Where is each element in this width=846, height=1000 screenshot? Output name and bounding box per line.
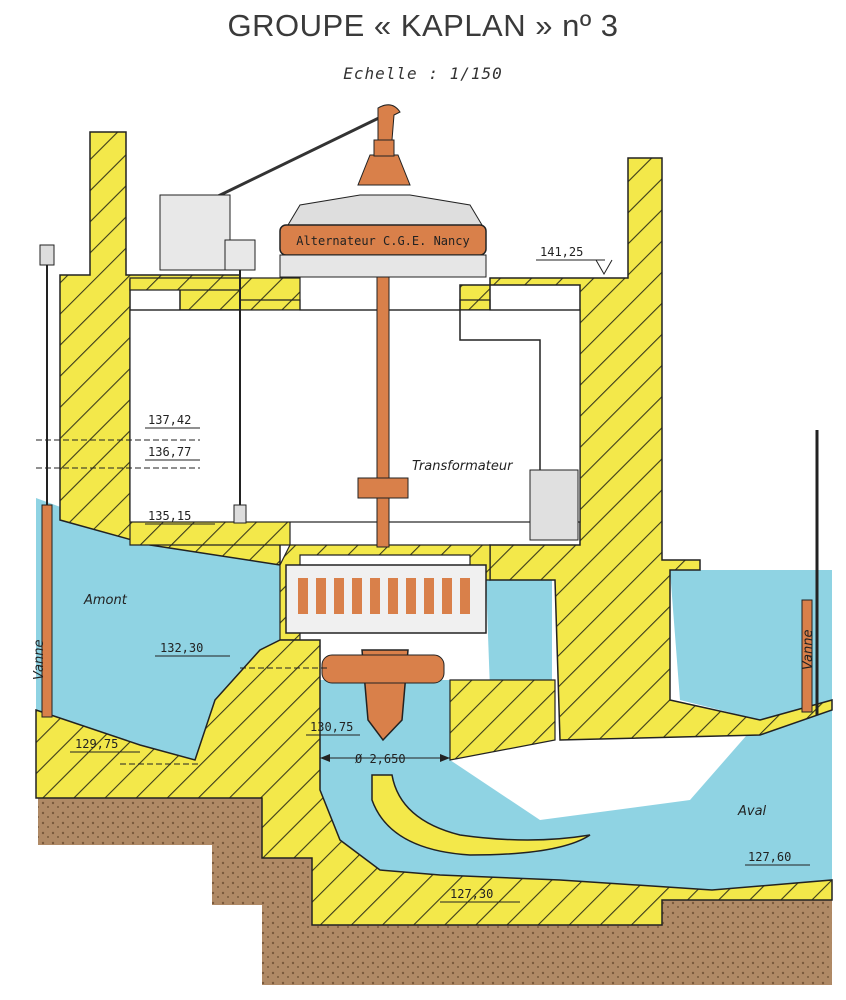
transformer-label: Transformateur [412,459,514,474]
svg-text:127,60: 127,60 [748,850,791,864]
svg-text:Ø 2,650: Ø 2,650 [355,752,406,766]
level-marker-137-42: 137,42 [36,413,200,441]
alternator-cap [357,154,411,186]
alternator-frame [287,194,483,226]
diagram-title: GROUPE « KAPLAN » nº 3 [227,8,619,43]
svg-text:130,75: 130,75 [310,720,353,734]
svg-text:141,25: 141,25 [540,245,583,259]
svg-text:132,30: 132,30 [160,641,203,655]
machine-room [129,309,581,523]
level-marker-132-30: 132,30 [155,641,330,669]
right-gate [801,599,813,713]
bedrock [38,798,832,985]
level-marker-129-75: 129,75 [70,737,200,765]
svg-text:135,15: 135,15 [148,509,191,523]
level-marker-127-30: 127,30 [440,887,520,903]
turbine-shaft [376,276,390,548]
svg-text:129,75: 129,75 [75,737,118,751]
central-pier [279,544,491,641]
tailrace-basin [670,570,832,720]
draft-tube-wall [449,679,556,761]
transformer [529,469,579,541]
upstream-label: Amont [83,593,128,608]
scale-label: Echelle : 1/150 [343,64,503,83]
level-marker-135-15: 135,15 [145,509,215,525]
alternator-label: Alternateur C.G.E. Nancy [296,234,469,248]
downstream-label: Aval [737,804,767,819]
draft-splitter [371,774,591,856]
level-marker-136-77: 136,77 [36,445,200,469]
level-marker-141-25: 141,25 [536,245,613,276]
diameter-marker: Ø 2,650 [320,752,450,766]
svg-text:127,30: 127,30 [450,887,493,901]
right-gate-label: Vanne [801,629,816,670]
runner-blades [321,654,445,684]
left-gate [41,504,53,718]
level-marker-130-75: 130,75 [306,720,360,736]
svg-text:137,42: 137,42 [148,413,191,427]
lower-block-left [35,639,833,926]
left-gate-label: Vanne [32,639,47,680]
level-marker-127-60: 127,60 [745,850,810,866]
wicket-gates [298,578,470,614]
governor [159,194,231,271]
svg-text:136,77: 136,77 [148,445,191,459]
